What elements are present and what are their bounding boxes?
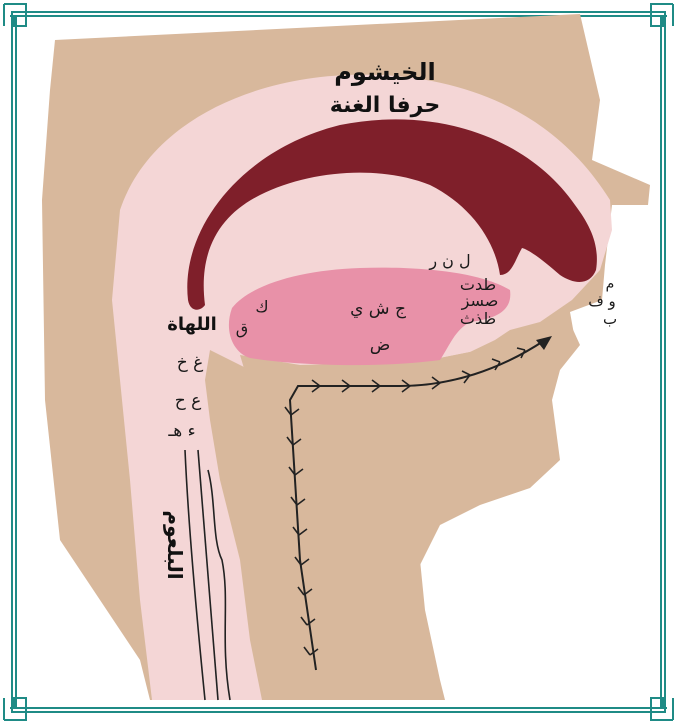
lower-jaw <box>240 312 580 700</box>
label-dad: ض <box>370 335 391 355</box>
label-hamza-ha: ء هـ <box>167 421 195 441</box>
label-dha-dhal-tha: ظذث <box>460 309 496 328</box>
label-ghain-kha: غ خ <box>177 353 204 373</box>
label-uvula: اللهاة <box>167 314 217 335</box>
label-sad-seen-zay: صسز <box>461 291 499 311</box>
label-ba: ب <box>603 310 617 328</box>
label-lam-noon-ra: ل ن ر <box>428 251 470 271</box>
label-meem: م <box>606 276 615 292</box>
label-qaf: ق <box>236 319 248 338</box>
label-throat: البلعوم <box>163 510 187 579</box>
label-nasal-cavity: الخيشوم <box>334 58 435 86</box>
label-kaf: ك <box>255 297 268 316</box>
label-jeem-sheen-ya: ج ش ي <box>350 299 406 319</box>
label-ain-ha: ع ح <box>175 391 202 411</box>
label-waw-fa: و ف <box>588 292 616 310</box>
label-nasal-letters: حرفا الغنة <box>330 93 440 118</box>
